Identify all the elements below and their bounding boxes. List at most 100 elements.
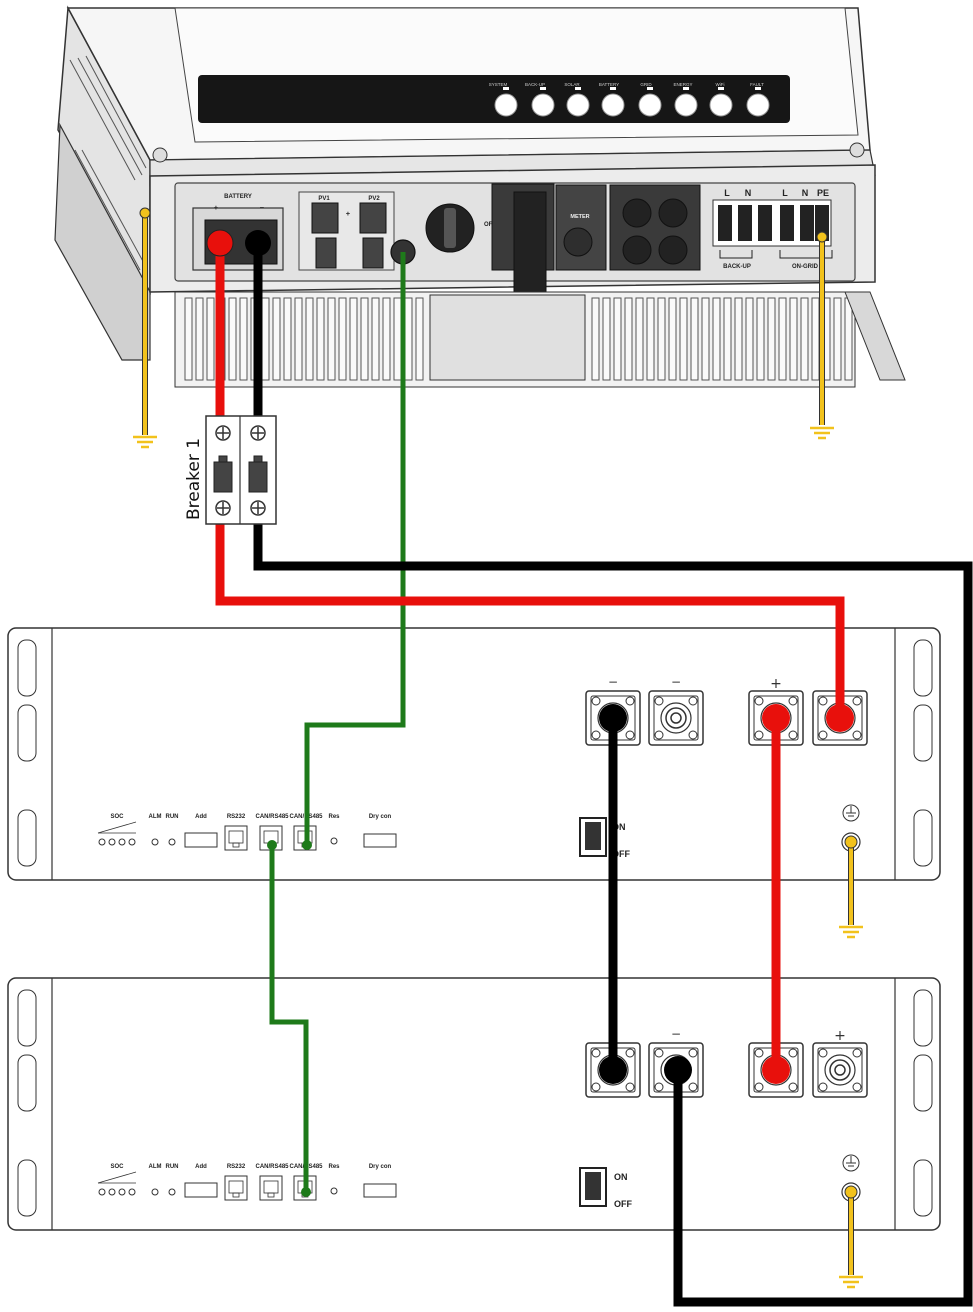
battery-2-front-panel: SOC ALM RUN Add RS232 CAN/RS485 CAN/RS48… (97, 1027, 867, 1209)
ongrid-label: ON-GRID (792, 264, 819, 270)
rs232-label: RS232 (227, 814, 246, 820)
rs232-port (224, 1175, 248, 1201)
reset-button[interactable] (330, 837, 338, 845)
positive-link-cable (762, 704, 790, 1084)
heat-sink-fin (778, 297, 787, 381)
negative-cable-inverter (245, 230, 271, 420)
heat-sink-fin (734, 297, 743, 381)
dry-contact-label: Dry con (369, 814, 392, 820)
led-label: SYSTEM (489, 82, 508, 87)
heat-sink-fin (602, 297, 611, 381)
heat-sink-fin (316, 297, 325, 381)
ground-symbol-icon (842, 1154, 860, 1172)
ac-l1-label: L (724, 188, 730, 198)
res-label: Res (328, 1164, 340, 1170)
ac-n2-label: N (802, 188, 809, 198)
heat-sink-fin (261, 297, 270, 381)
heat-sink-fin (404, 297, 413, 381)
terminal-minus-mark: − (671, 675, 681, 689)
inverter-ground-left (131, 207, 159, 449)
ac-n1-label: N (745, 188, 752, 198)
heat-sink-fin (294, 297, 303, 381)
battery-port-minus: − (260, 203, 265, 212)
led-label: WiFi (716, 82, 725, 87)
heat-sink-fin (360, 297, 369, 381)
can-port-1 (259, 1175, 283, 1201)
off-label: OFF (612, 849, 630, 859)
dry-contact-port (363, 1183, 397, 1198)
ac-terminal-block: L N L N PE BACK-UP ON-GRID (712, 188, 833, 270)
alm-label: ALM (149, 1164, 162, 1170)
heat-sink-fin (613, 297, 622, 381)
heat-sink-fin (305, 297, 314, 381)
terminal-plus-mark: + (770, 676, 782, 692)
comm-cable-battery-to-battery (267, 840, 311, 1197)
heat-sink-fin (283, 297, 292, 381)
soc-label: SOC (110, 814, 124, 820)
negative-link-cable (599, 704, 627, 1084)
can1-label: CAN/RS485 (255, 1164, 289, 1170)
address-dip-switch[interactable] (184, 832, 218, 848)
heat-sink-fin (393, 297, 402, 381)
heat-sink-fin (228, 297, 237, 381)
heat-sink-fin (646, 297, 655, 381)
pv2-label: PV2 (368, 196, 380, 202)
dc-switch: OFF (425, 203, 496, 253)
reset-button[interactable] (330, 1187, 338, 1195)
run-label: RUN (166, 1164, 179, 1170)
led-label: GRID (640, 82, 652, 87)
heat-sink-fin (657, 297, 666, 381)
positive-lug (826, 704, 854, 732)
heat-sink-fin (767, 297, 776, 381)
heat-sink-fin (338, 297, 347, 381)
led-label: FAULT (750, 82, 764, 87)
pv1-label: PV1 (318, 196, 330, 202)
meter-label: METER (570, 214, 589, 220)
heat-sink-fin (195, 297, 204, 381)
alm-label: ALM (149, 814, 162, 820)
heat-sink-fin (591, 297, 600, 381)
rs232-label: RS232 (227, 1164, 246, 1170)
on-label: ON (614, 1172, 628, 1182)
positive-cable-to-battery (215, 520, 845, 718)
breaker-1: Breaker 1 (184, 415, 277, 525)
heat-sink-fin (679, 297, 688, 381)
led-label: ENERGY (673, 82, 692, 87)
battery-1-front-panel: SOC ALM RUN Add RS232 CAN/RS485 CAN/RS48… (97, 675, 868, 859)
breaker-toggle-1[interactable] (213, 455, 233, 493)
heat-sink-fin (690, 297, 699, 381)
negative-lug (664, 1056, 692, 1084)
heat-sink-fin (382, 297, 391, 381)
soc-label: SOC (110, 1164, 124, 1170)
heat-sink-fin (756, 297, 765, 381)
heat-sink-fin (327, 297, 336, 381)
address-dip-switch[interactable] (184, 1182, 218, 1198)
backup-label: BACK-UP (723, 264, 751, 270)
dry-contact-port (363, 833, 397, 848)
heat-sink-fin (206, 297, 215, 381)
terminal-plus-mark: + (834, 1028, 846, 1044)
led-label: SOLAR (564, 82, 580, 87)
heat-sink-fin (184, 297, 193, 381)
battery-module-2 (7, 977, 941, 1231)
comm-cable-inverter-to-battery (302, 252, 406, 850)
on-label: ON (612, 822, 626, 832)
battery-module-1 (7, 627, 941, 881)
battery-1-negative-terminal-b (649, 691, 703, 745)
led-label: BACK-UP (525, 82, 545, 87)
heat-sink-fin (723, 297, 732, 381)
meter-port: METER (555, 184, 607, 271)
heat-sink-fin (811, 297, 820, 381)
heat-sink-fin (624, 297, 633, 381)
status-led-row (494, 87, 770, 117)
heat-sink-fin (272, 297, 281, 381)
heat-sink-fin (415, 297, 424, 381)
battery-2-positive-terminal-b (813, 1043, 867, 1097)
battery-1-ground-cable (837, 835, 865, 939)
breaker-toggle-2[interactable] (248, 455, 268, 493)
run-label: RUN (166, 814, 179, 820)
soc-leds (98, 838, 176, 846)
cable-glands (609, 184, 701, 271)
ac-disconnect (491, 183, 555, 293)
ac-pe-label: PE (817, 188, 829, 198)
